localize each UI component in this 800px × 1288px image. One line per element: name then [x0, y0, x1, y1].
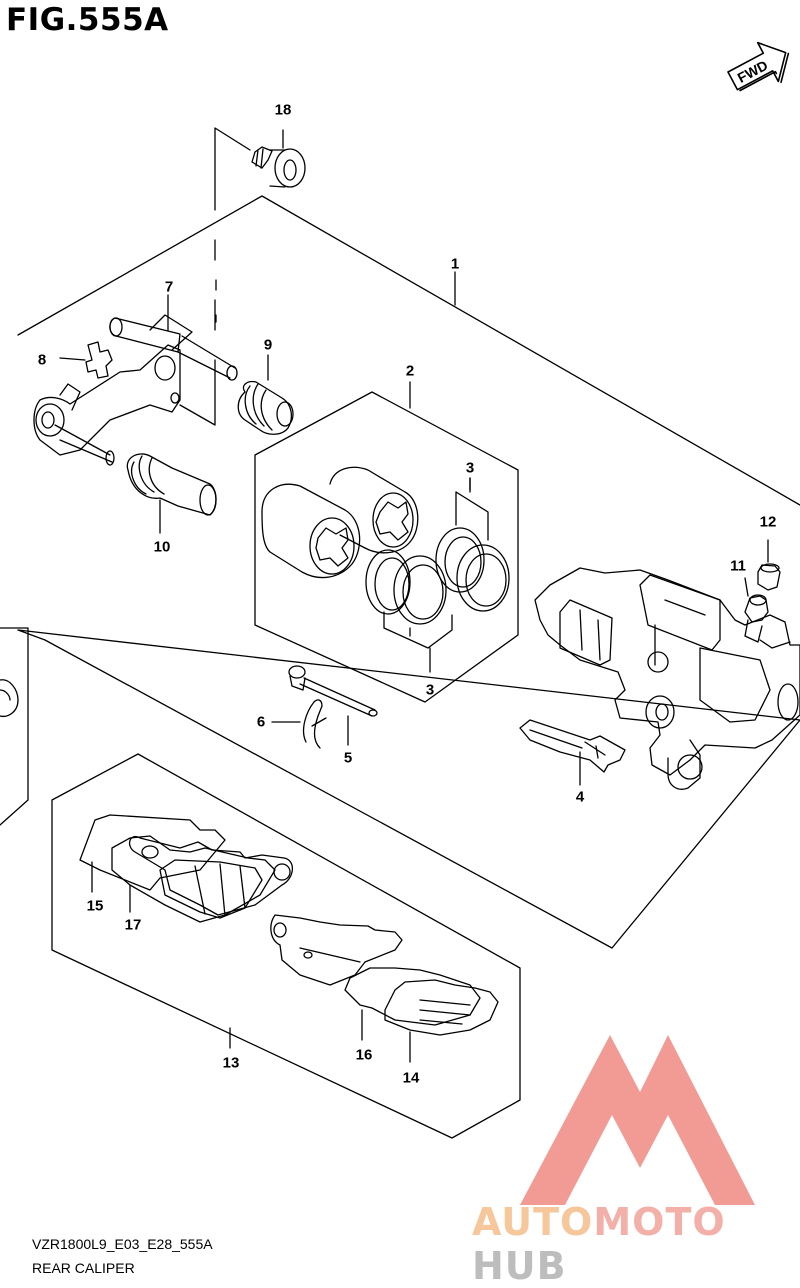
seal-bracket-upper [455, 477, 489, 541]
shim-15 [79, 814, 226, 891]
figure-title: FIG.555A [6, 2, 169, 38]
bleeder-cap-12 [757, 563, 781, 591]
pad-set-outline [51, 753, 521, 1139]
left-fragment-detail [0, 689, 11, 701]
caliper-bracket [33, 344, 181, 466]
callout-9: 9 [263, 336, 273, 354]
watermark-auto: AUTO [472, 1200, 594, 1244]
callout-6: 6 [256, 713, 266, 731]
piston-left [261, 483, 361, 579]
callout-10: 10 [153, 538, 171, 556]
callout-5: 5 [343, 749, 353, 767]
callout-14: 14 [402, 1069, 420, 1087]
caliper-body [534, 567, 800, 790]
boot-10 [126, 453, 217, 516]
slide-pin-7 [109, 294, 238, 381]
callout-3-upper: 3 [465, 459, 475, 477]
callout-16: 16 [355, 1046, 373, 1064]
callout-1: 1 [450, 255, 460, 273]
outline-left-fragment [0, 627, 29, 826]
bolt-18 [251, 146, 306, 188]
boot-9 [237, 380, 294, 435]
callout-4: 4 [575, 788, 585, 806]
pad-spring-4 [519, 719, 626, 773]
piston-right [329, 466, 419, 554]
callout-17: 17 [124, 916, 142, 934]
callout-3-lower: 3 [425, 681, 435, 699]
brake-pad-right [270, 914, 403, 986]
callout-7: 7 [164, 278, 174, 296]
seal-rings [365, 527, 510, 625]
bleeder-11 [744, 594, 769, 643]
callout-18: 18 [274, 101, 292, 119]
leader-11 [744, 577, 749, 597]
callout-13: 13 [222, 1054, 240, 1072]
callout-2: 2 [405, 362, 415, 380]
model-code: VZR1800L9_E03_E28_555A [32, 1236, 213, 1252]
pin-5 [288, 665, 378, 717]
watermark-brand: AUTOMOTO HUB [472, 1200, 800, 1288]
shim-14 [384, 979, 499, 1036]
watermark-moto: MOTO [593, 1200, 726, 1244]
shim-16 [344, 967, 481, 1026]
fwd-direction-arrow: FWD [727, 41, 790, 92]
watermark-logo [520, 1035, 755, 1205]
left-fragment-part [0, 679, 19, 718]
piston-kit-outline [254, 391, 519, 703]
brake-pad-left [128, 835, 294, 919]
callout-15: 15 [86, 897, 104, 915]
callout-8: 8 [37, 351, 47, 369]
callout-11: 11 [730, 557, 746, 575]
figure-name: REAR CALIPER [32, 1260, 135, 1276]
seal-bracket-lower [383, 611, 453, 673]
clip-6 [302, 699, 327, 749]
bolt-18-bracket [179, 127, 251, 426]
assembly-outline-main [17, 195, 800, 949]
support-bracket-8 [59, 341, 113, 379]
watermark-hub: HUB [472, 1244, 567, 1288]
callout-12: 12 [759, 513, 777, 531]
